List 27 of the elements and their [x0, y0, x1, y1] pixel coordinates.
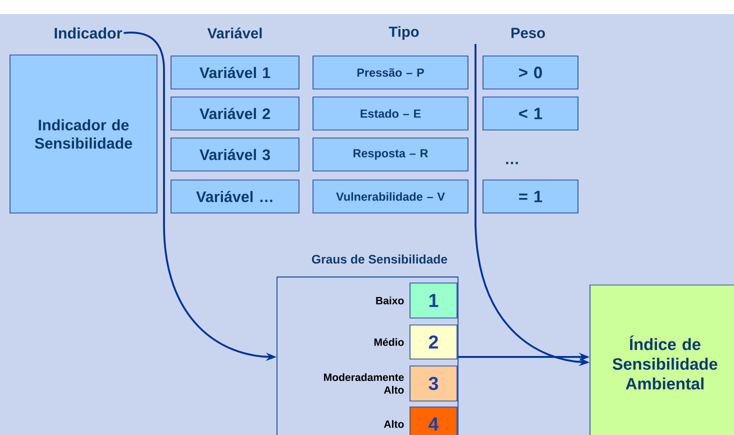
type-box: Estado – E [312, 96, 468, 130]
column-heading: Variável [207, 28, 262, 38]
variable-box: Variável … [170, 180, 300, 214]
degree-number-box: 3 [410, 366, 458, 402]
index-box: Índice de Sensibilidade Ambiental [590, 284, 734, 435]
variable-box: Variável 1 [170, 56, 300, 90]
variable-box: Variável 2 [170, 96, 300, 130]
type-box: Vulnerabilidade – V [312, 180, 468, 214]
type-box: Pressão – P [312, 56, 468, 90]
degree-number-box: 2 [410, 324, 458, 360]
panel-heading: Graus de Sensibilidade [312, 254, 448, 264]
weight-box: = 1 [482, 180, 578, 214]
degree-number-box: 4 [410, 406, 458, 435]
indicator-label: Indicador [54, 27, 122, 39]
weight-box: > 0 [482, 56, 578, 90]
column-heading: Peso [511, 28, 545, 38]
degree-label: Alto [384, 420, 404, 428]
ellipsis-text: … [506, 162, 518, 164]
degree-label: Baixo [376, 296, 404, 304]
column-heading: Tipo [388, 26, 419, 40]
degree-number-box: 1 [410, 282, 458, 318]
degree-label: Moderadamente Alto [324, 373, 404, 394]
variable-box: Variável 3 [170, 138, 300, 172]
degree-label: Médio [374, 338, 404, 346]
type-box: Resposta – R [312, 138, 468, 172]
indicator-box: Indicador de Sensibilidade [10, 54, 158, 214]
weight-box: < 1 [482, 96, 578, 130]
